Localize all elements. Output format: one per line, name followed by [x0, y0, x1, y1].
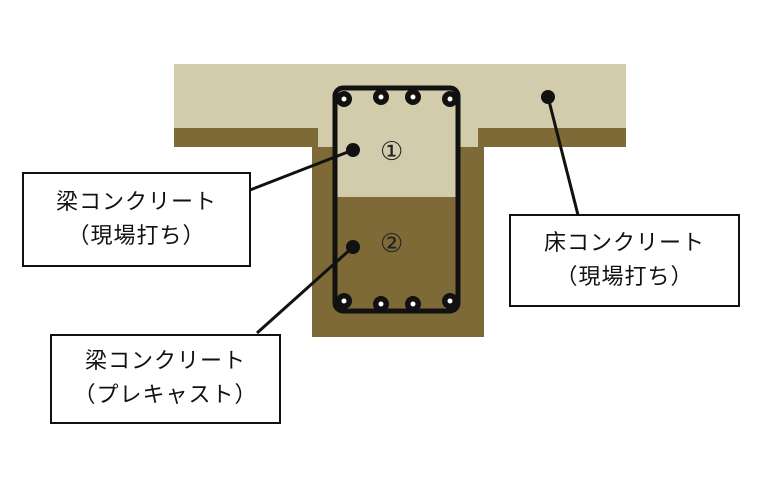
zone1-cast-in-place	[335, 88, 458, 197]
zone2-marker: ②	[380, 229, 403, 259]
slab-underside-band-left	[174, 128, 318, 147]
label-line1: 梁コンクリート	[84, 349, 246, 374]
leader-dot-beam-cast	[346, 143, 360, 157]
slab-underside-band-right	[478, 128, 626, 147]
leader-beam-precast	[255, 245, 355, 335]
leader-dot-beam-precast	[346, 240, 360, 254]
label-line1: 床コンクリート	[543, 230, 705, 256]
stirrup	[332, 85, 461, 314]
leader-beam-cast	[249, 148, 354, 192]
leader-dot-slab	[541, 90, 555, 104]
leader-slab	[546, 96, 580, 216]
label-line2: （現場打ち）	[67, 223, 206, 249]
label-slab-cast-in-place: 床コンクリート （現場打ち）	[509, 214, 740, 307]
label-beam-cast-in-place: 梁コンクリート （現場打ち）	[22, 172, 251, 267]
label-line2: （現場打ち）	[555, 264, 694, 290]
label-line1: 梁コンクリート	[55, 189, 217, 215]
zone1-marker: ①	[380, 137, 403, 167]
label-line2: （プレキャスト）	[73, 383, 258, 408]
label-beam-precast: 梁コンクリート （プレキャスト）	[50, 334, 281, 424]
